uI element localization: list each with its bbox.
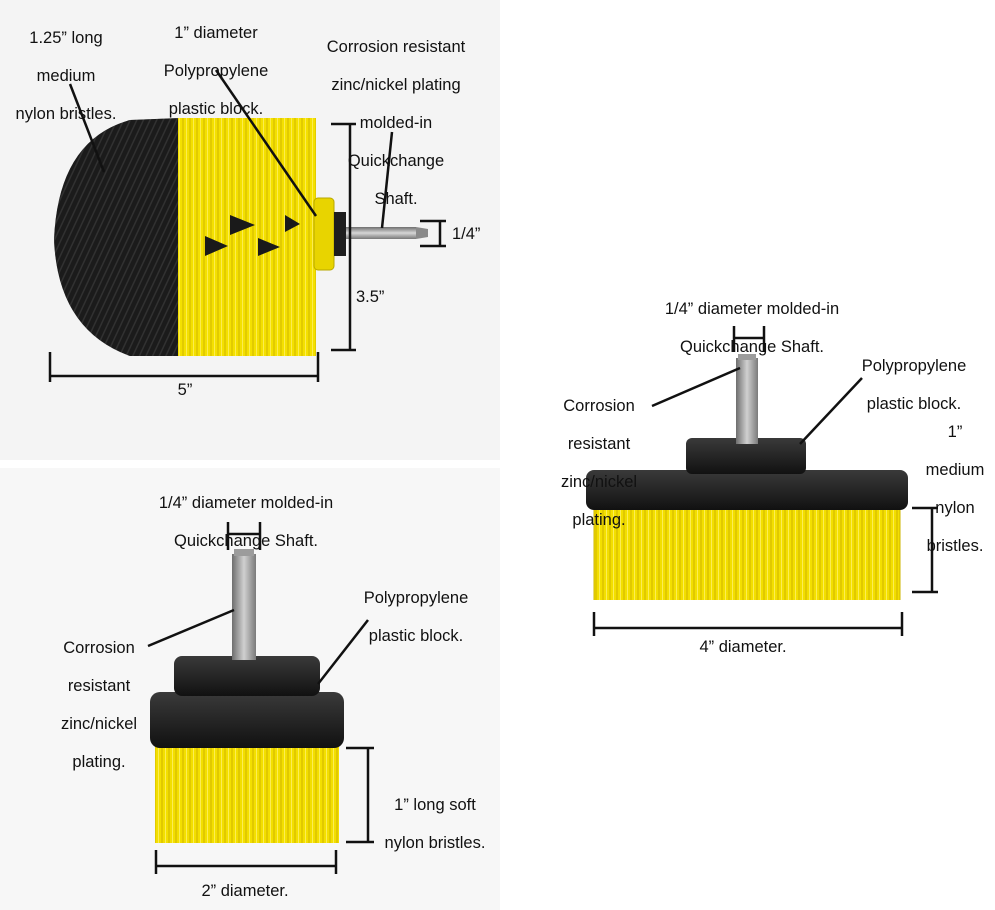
small-plastic-block <box>150 692 344 748</box>
drill-height-label: 3.5” <box>356 288 385 306</box>
large-block-label: Polypropylene plastic block. <box>861 357 967 413</box>
large-flat-brush-illustration <box>586 354 908 600</box>
large-shaft-label: 1/4” diameter molded-in Quickchange Shaf… <box>664 300 840 356</box>
small-plating-label: Corrosion resistant zinc/nickel plating. <box>60 639 138 771</box>
yellow-bristles <box>178 118 316 356</box>
large-dimension-lines <box>592 326 938 636</box>
large-plating-label: Corrosion resistant zinc/nickel plating. <box>560 397 638 529</box>
drill-shaft-size-label: 1/4” <box>452 225 481 243</box>
drill-block-label: 1” diameter Polypropylene plastic block. <box>163 24 269 118</box>
drill-brush-illustration <box>54 118 428 356</box>
small-diameter-label: 2” diameter. <box>201 882 289 900</box>
small-flat-brush-illustration <box>150 549 344 843</box>
drill-width-label: 5” <box>177 381 193 399</box>
small-block-label: Polypropylene plastic block. <box>363 589 469 645</box>
drill-bristle-length-label: 1.25” long medium nylon bristles. <box>15 29 117 123</box>
large-bristles <box>594 508 900 600</box>
drill-dimension-lines <box>48 69 446 382</box>
small-bristle-label: 1” long soft nylon bristles. <box>384 796 486 852</box>
large-plastic-block <box>586 470 908 510</box>
black-bristles <box>54 118 180 356</box>
drill-shaft <box>346 227 416 239</box>
small-shaft-label: 1/4” diameter molded-in Quickchange Shaf… <box>158 494 334 550</box>
large-diameter-label: 4” diameter. <box>699 638 787 656</box>
drill-shaft-label: Corrosion resistant zinc/nickel plating … <box>326 38 466 208</box>
small-dimension-lines <box>147 522 374 874</box>
small-bristles <box>155 745 339 843</box>
small-shaft <box>232 554 256 660</box>
large-shaft <box>736 358 758 444</box>
large-bristle-label: 1” medium nylon bristles. <box>925 423 985 555</box>
